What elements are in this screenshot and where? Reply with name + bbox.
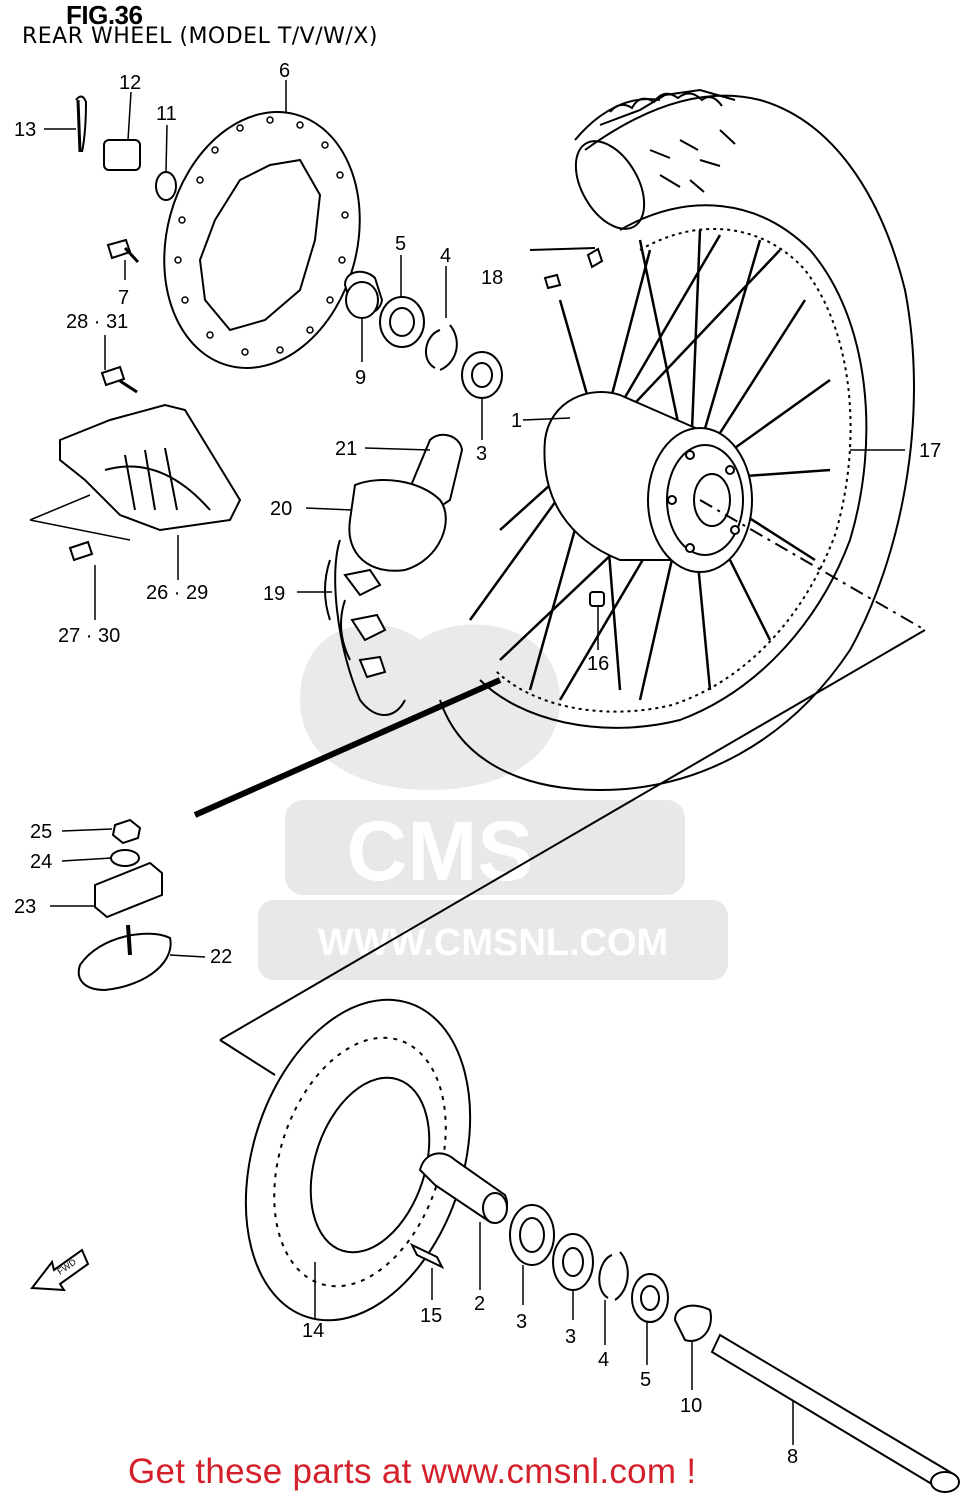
- callout-12: 12: [119, 72, 141, 94]
- figure-title: FIG.36: [66, 0, 143, 30]
- callout-5-bottom: 5: [640, 1369, 651, 1391]
- watermark-url: WWW.CMSNL.COM: [318, 922, 668, 964]
- cms-watermark: CMS WWW.CMSNL.COM: [258, 624, 728, 980]
- footer-link-text[interactable]: Get these parts at www.cmsnl.com !: [128, 1452, 697, 1491]
- callout-6: 6: [279, 60, 290, 82]
- callout-22: 22: [210, 946, 232, 968]
- callout-15: 15: [420, 1305, 442, 1327]
- tube-and-rim-band: [324, 433, 464, 716]
- callout-3-top: 3: [476, 443, 487, 465]
- watermark-brand: CMS: [347, 804, 534, 898]
- callout-2: 2: [474, 1293, 485, 1315]
- callout-23: 23: [14, 896, 36, 918]
- axle-nut-hardware: [75, 95, 177, 264]
- callout-1: 1: [511, 410, 522, 432]
- callout-19: 19: [263, 583, 285, 605]
- callout-10: 10: [680, 1395, 702, 1417]
- callout-9: 9: [355, 367, 366, 389]
- right-bearing-set: [343, 270, 503, 399]
- callout-4-top: 4: [440, 245, 451, 267]
- callout-5-top: 5: [395, 233, 406, 255]
- callout-16: 16: [587, 653, 609, 675]
- callout-labels: 13 12 11 6 7 28 · 31 26 · 29 27 · 30 9 5…: [14, 60, 941, 1468]
- chain-guard: [59, 365, 242, 562]
- left-axle-parts: [409, 1152, 960, 1494]
- figure-subtitle: REAR WHEEL (MODEL T/V/W/X): [22, 24, 378, 49]
- rear-tire: [439, 88, 915, 792]
- callout-28-31: 28 · 31: [66, 311, 128, 333]
- callout-27-30: 27 · 30: [58, 625, 120, 647]
- rear-sprocket: [244, 998, 472, 1322]
- axle-centerline: [193, 499, 926, 1076]
- fwd-direction-arrow: FWD: [30, 1248, 90, 1292]
- wheel-hub: [543, 391, 753, 573]
- callout-8: 8: [787, 1446, 798, 1468]
- callout-3-bottom: 3: [565, 1326, 576, 1348]
- callout-11: 11: [156, 103, 177, 125]
- callout-24: 24: [30, 851, 52, 873]
- callout-26-29: 26 · 29: [146, 582, 208, 604]
- brake-disc: [163, 111, 361, 369]
- callout-17: 17: [919, 440, 941, 462]
- callout-4-bottom: 4: [598, 1349, 609, 1371]
- leader-lines: [29, 80, 905, 1445]
- spoke-nipples: [529, 247, 605, 607]
- callout-25: 25: [30, 821, 52, 843]
- callout-13: 13: [14, 119, 36, 141]
- rim-lock: [77, 818, 172, 992]
- callout-18: 18: [481, 267, 503, 289]
- callout-7: 7: [118, 287, 129, 309]
- callout-3-mid: 3: [516, 1311, 527, 1333]
- callout-20: 20: [270, 498, 292, 520]
- callout-21: 21: [335, 438, 357, 460]
- callout-14: 14: [302, 1320, 324, 1342]
